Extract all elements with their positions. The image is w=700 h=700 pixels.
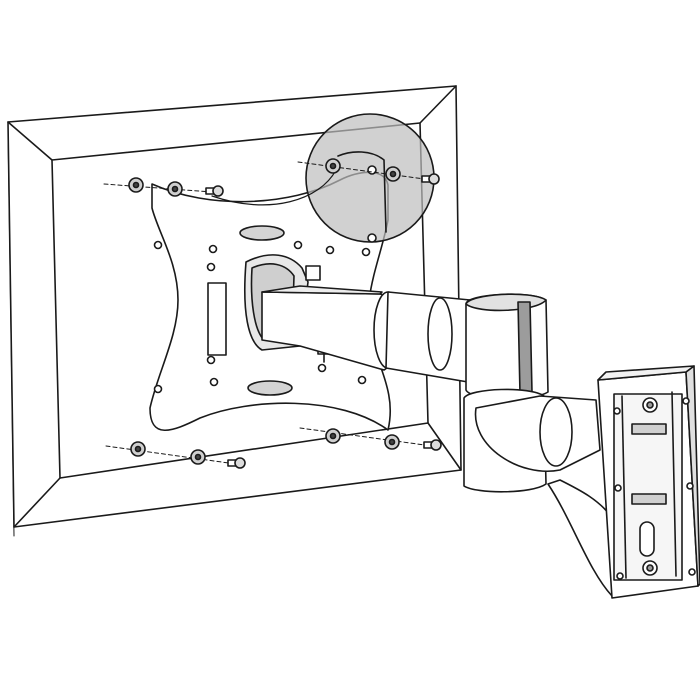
plate-hole	[317, 363, 327, 373]
wall-small-hole	[682, 397, 690, 405]
callout-magnifier	[305, 113, 435, 243]
plate-hole	[209, 377, 219, 387]
guide-line	[297, 161, 433, 181]
channel-rail	[671, 391, 677, 577]
plate-hole	[325, 245, 335, 255]
wall-plate	[597, 365, 700, 599]
tilt-lock-tab	[305, 265, 321, 281]
wall-bracket-slot-top	[631, 423, 667, 435]
plate-hole	[206, 262, 216, 272]
rear-arm-collar	[539, 397, 573, 467]
plate-hole	[153, 240, 163, 250]
arm-link-collar	[427, 297, 453, 371]
callout-plate-edge	[337, 151, 387, 233]
wall-small-hole	[614, 484, 622, 492]
spacer-washer-hole	[171, 185, 179, 193]
frame-bevel	[13, 477, 61, 528]
screw	[205, 185, 224, 197]
plate-hole	[153, 384, 163, 394]
wall-plate-top	[597, 365, 695, 381]
frame-bevel	[7, 121, 53, 161]
spacer-washer-hole	[132, 181, 140, 189]
plate-hole	[357, 375, 367, 385]
guide-line	[105, 445, 237, 465]
upper-oval-slot	[239, 225, 285, 241]
front-arm-top-face	[261, 285, 383, 295]
screw	[423, 439, 442, 451]
wall-small-hole	[688, 568, 696, 576]
lower-oval-slot	[247, 380, 293, 396]
channel-rail	[621, 395, 627, 579]
hardware	[128, 158, 442, 469]
plate-hole	[361, 247, 371, 257]
frame-edge-line	[7, 130, 15, 537]
screw	[421, 173, 440, 185]
guide-line	[299, 427, 433, 447]
spacer-washer-hole	[134, 445, 142, 453]
guide-line	[103, 183, 213, 193]
spacer-washer-hole	[329, 432, 337, 440]
detail-callout	[211, 113, 435, 243]
spacer-washer-hole	[388, 438, 396, 446]
spacer-washer-hole	[389, 170, 397, 178]
wall-joint-curve	[547, 479, 615, 597]
plate-hole	[208, 244, 218, 254]
screw-guide-lines	[103, 161, 433, 465]
wall-vertical-slot	[639, 521, 655, 557]
screw-head	[212, 185, 224, 197]
frame-bevel	[419, 85, 457, 124]
callout-plate-hole	[367, 233, 377, 243]
wall-anchor-hole-inner	[646, 401, 654, 409]
plate-hole	[293, 240, 303, 250]
elbow-joint-seam	[517, 301, 533, 395]
wall-small-hole	[686, 482, 694, 490]
screw-head	[234, 457, 246, 469]
spacer-washer-hole	[194, 453, 202, 461]
screw	[227, 457, 246, 469]
left-rect-slot	[207, 282, 227, 356]
screw-head	[428, 173, 440, 185]
spacer-washer-hole	[329, 162, 337, 170]
wall-small-hole	[616, 572, 624, 580]
frame-bevel	[427, 422, 462, 471]
articulating-arm	[261, 285, 615, 597]
wall-bracket-slot-bottom	[631, 493, 667, 505]
wall-small-hole	[613, 407, 621, 415]
wall-anchor-hole-inner	[646, 564, 654, 572]
callout-leader-line	[211, 169, 337, 206]
screw-head	[430, 439, 442, 451]
plate-hole	[206, 355, 216, 365]
